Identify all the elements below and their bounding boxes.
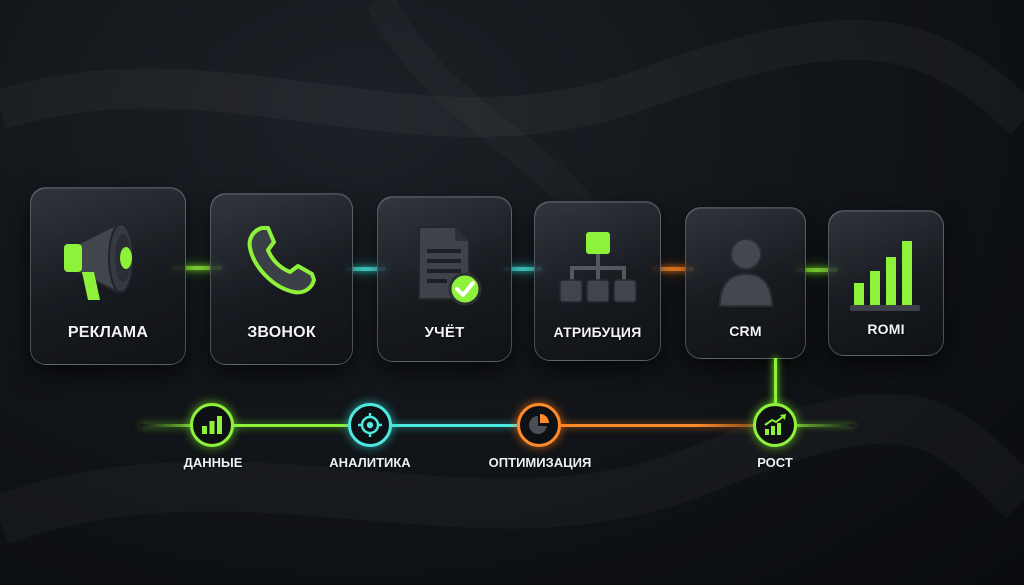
step-label: УЧЁТ [424, 324, 465, 341]
megaphone-icon [31, 214, 185, 306]
hierarchy-icon [535, 228, 660, 310]
timeline-segment-4 [775, 424, 855, 427]
step-card-romi: ROMI [828, 210, 944, 356]
connector-3 [504, 267, 542, 271]
target-icon [358, 413, 382, 437]
outcome-node-analitika [348, 403, 392, 447]
outcome-label: ОПТИМИЗАЦИЯ [488, 455, 592, 470]
step-card-zvonok: ЗВОНОК [210, 193, 353, 365]
connector-4 [652, 267, 694, 271]
step-label: ЗВОНОК [247, 324, 316, 341]
step-label: ROMI [867, 321, 905, 337]
connector-2 [346, 267, 386, 271]
outcome-label: ДАННЫЕ [183, 455, 243, 470]
step-card-crm: CRM [685, 207, 806, 359]
phone-icon [211, 220, 352, 300]
crm-drop-line [774, 358, 777, 406]
timeline-segment-3 [518, 424, 754, 427]
step-card-uchet: УЧЁТ [377, 196, 512, 362]
timeline-segment-1 [140, 424, 350, 427]
step-card-reklama: РЕКЛАМА [30, 187, 186, 365]
step-label: АТРИБУЦИЯ [553, 324, 642, 340]
connector-5 [796, 268, 838, 272]
user-icon [686, 234, 805, 310]
connector-1 [172, 266, 222, 270]
timeline-segment-2 [350, 424, 518, 427]
bar-chart-icon [202, 416, 222, 434]
step-label: CRM [729, 323, 762, 339]
outcome-node-rost [753, 403, 797, 447]
step-label: РЕКЛАМА [67, 324, 149, 341]
bar-chart-icon [829, 235, 943, 313]
document-check-icon [378, 223, 511, 309]
outcome-node-dannye [190, 403, 234, 447]
outcome-node-optimizaciya [517, 403, 561, 447]
step-card-atribuciya: АТРИБУЦИЯ [534, 201, 661, 361]
outcome-label: АНАЛИТИКА [329, 455, 411, 470]
outcome-label: РОСТ [757, 455, 793, 470]
pie-chart-icon [529, 414, 549, 434]
growth-chart-icon [764, 414, 786, 435]
